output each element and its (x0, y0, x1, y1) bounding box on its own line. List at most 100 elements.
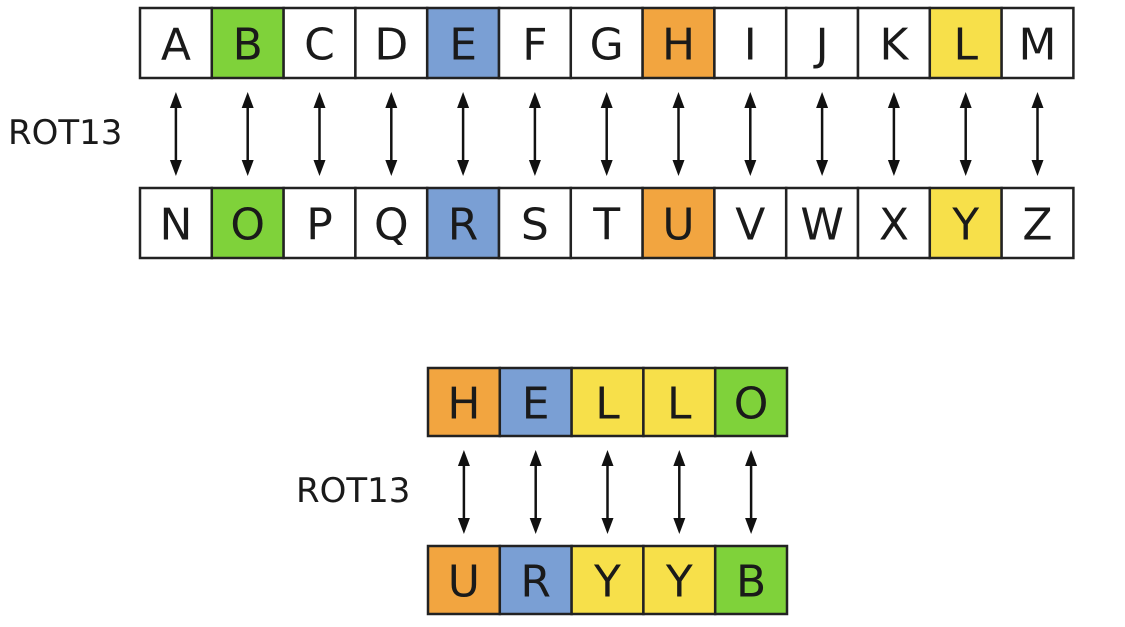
letter-cell: M (1000, 6, 1075, 80)
letter-cell: S (497, 186, 573, 260)
letter-cell: L (570, 366, 645, 438)
double-arrow-icon (745, 450, 758, 534)
letter-cell: B (713, 544, 789, 616)
letter-text: H (662, 20, 695, 71)
letter-cell-box (928, 186, 1003, 260)
letter-cell-box (210, 6, 285, 80)
letter-text: D (374, 20, 408, 71)
double-arrow-icon (169, 92, 182, 176)
letter-cell: H (426, 366, 502, 438)
letter-cell: N (138, 186, 214, 260)
double-arrow-icon (744, 92, 757, 176)
letter-cell-box (713, 6, 788, 80)
letter-cell-box (498, 366, 573, 438)
letter-cell-box (569, 6, 644, 80)
letter-text: O (734, 379, 769, 430)
letter-text: X (879, 200, 909, 251)
letter-text: P (306, 200, 333, 251)
letter-text: U (662, 200, 694, 251)
letter-text: Y (951, 200, 979, 251)
example-rot13-label: ROT13 (296, 471, 410, 511)
letter-cell-box (713, 366, 789, 438)
letter-cell: U (426, 544, 502, 616)
letter-cell: E (425, 6, 501, 80)
letter-cell: K (856, 6, 932, 80)
letter-cell-box (1000, 186, 1075, 260)
letter-cell-box (425, 186, 501, 260)
letter-cell: W (784, 186, 860, 260)
letter-cell: L (928, 6, 1003, 80)
letter-cell: R (425, 186, 501, 260)
letter-text: S (521, 200, 549, 251)
double-arrow-icon (457, 450, 470, 534)
letter-text: B (233, 20, 263, 71)
letter-cell: H (641, 6, 716, 80)
letter-text: E (449, 20, 477, 71)
letter-cell-box (497, 186, 573, 260)
letter-cell: Q (354, 186, 429, 260)
letter-text: J (813, 20, 829, 71)
letter-cell: Y (928, 186, 1003, 260)
letter-text: Y (593, 557, 621, 608)
letter-cell-box (928, 6, 1003, 80)
double-arrow-icon (529, 450, 542, 534)
letter-cell-box (425, 6, 501, 80)
letter-cell: J (784, 6, 860, 80)
letter-cell: G (569, 6, 644, 80)
letter-cell: L (642, 366, 717, 438)
letter-text: M (1019, 20, 1057, 71)
letter-text: I (744, 20, 757, 71)
letter-cell: I (713, 6, 788, 80)
double-arrow-icon (673, 450, 686, 534)
letter-cell-box (856, 186, 932, 260)
alphabet-rot13-label: ROT13 (8, 113, 122, 153)
letter-text: R (448, 200, 479, 251)
letter-text: T (592, 200, 620, 251)
letter-cell: Z (1000, 186, 1075, 260)
letter-cell-box (569, 186, 644, 260)
letter-text: Y (665, 557, 693, 608)
letter-text: R (520, 557, 551, 608)
letter-cell-box (1000, 6, 1075, 80)
letter-text: N (159, 200, 192, 251)
double-arrow-icon (313, 92, 326, 176)
letter-cell-box (354, 186, 429, 260)
letter-text: G (590, 20, 624, 71)
double-arrow-icon (887, 92, 900, 176)
example-arrows (457, 450, 758, 534)
letter-cell-box (642, 544, 717, 616)
letter-cell: V (713, 186, 788, 260)
letter-text: L (595, 379, 620, 430)
letter-text: F (522, 20, 547, 71)
letter-text: K (879, 20, 909, 71)
letter-text: U (448, 557, 480, 608)
letter-text: V (735, 200, 765, 251)
letter-cell: A (138, 6, 214, 80)
letter-cell-box (497, 6, 573, 80)
letter-text: L (667, 379, 692, 430)
double-arrow-icon (1031, 92, 1044, 176)
double-arrow-icon (457, 92, 470, 176)
letter-text: C (304, 20, 335, 71)
double-arrow-icon (816, 92, 829, 176)
letter-cell-box (138, 186, 214, 260)
letter-cell: D (354, 6, 429, 80)
letter-cell-box (784, 6, 860, 80)
letter-cell: P (282, 186, 357, 260)
double-arrow-icon (959, 92, 972, 176)
letter-cell-box (641, 6, 716, 80)
letter-cell: C (282, 6, 357, 80)
letter-text: H (447, 379, 480, 430)
double-arrow-icon (528, 92, 541, 176)
letter-cell-box (713, 544, 789, 616)
letter-text: W (800, 200, 844, 251)
letter-text: Z (1022, 200, 1052, 251)
letter-cell: X (856, 186, 932, 260)
letter-cell-box (282, 186, 357, 260)
